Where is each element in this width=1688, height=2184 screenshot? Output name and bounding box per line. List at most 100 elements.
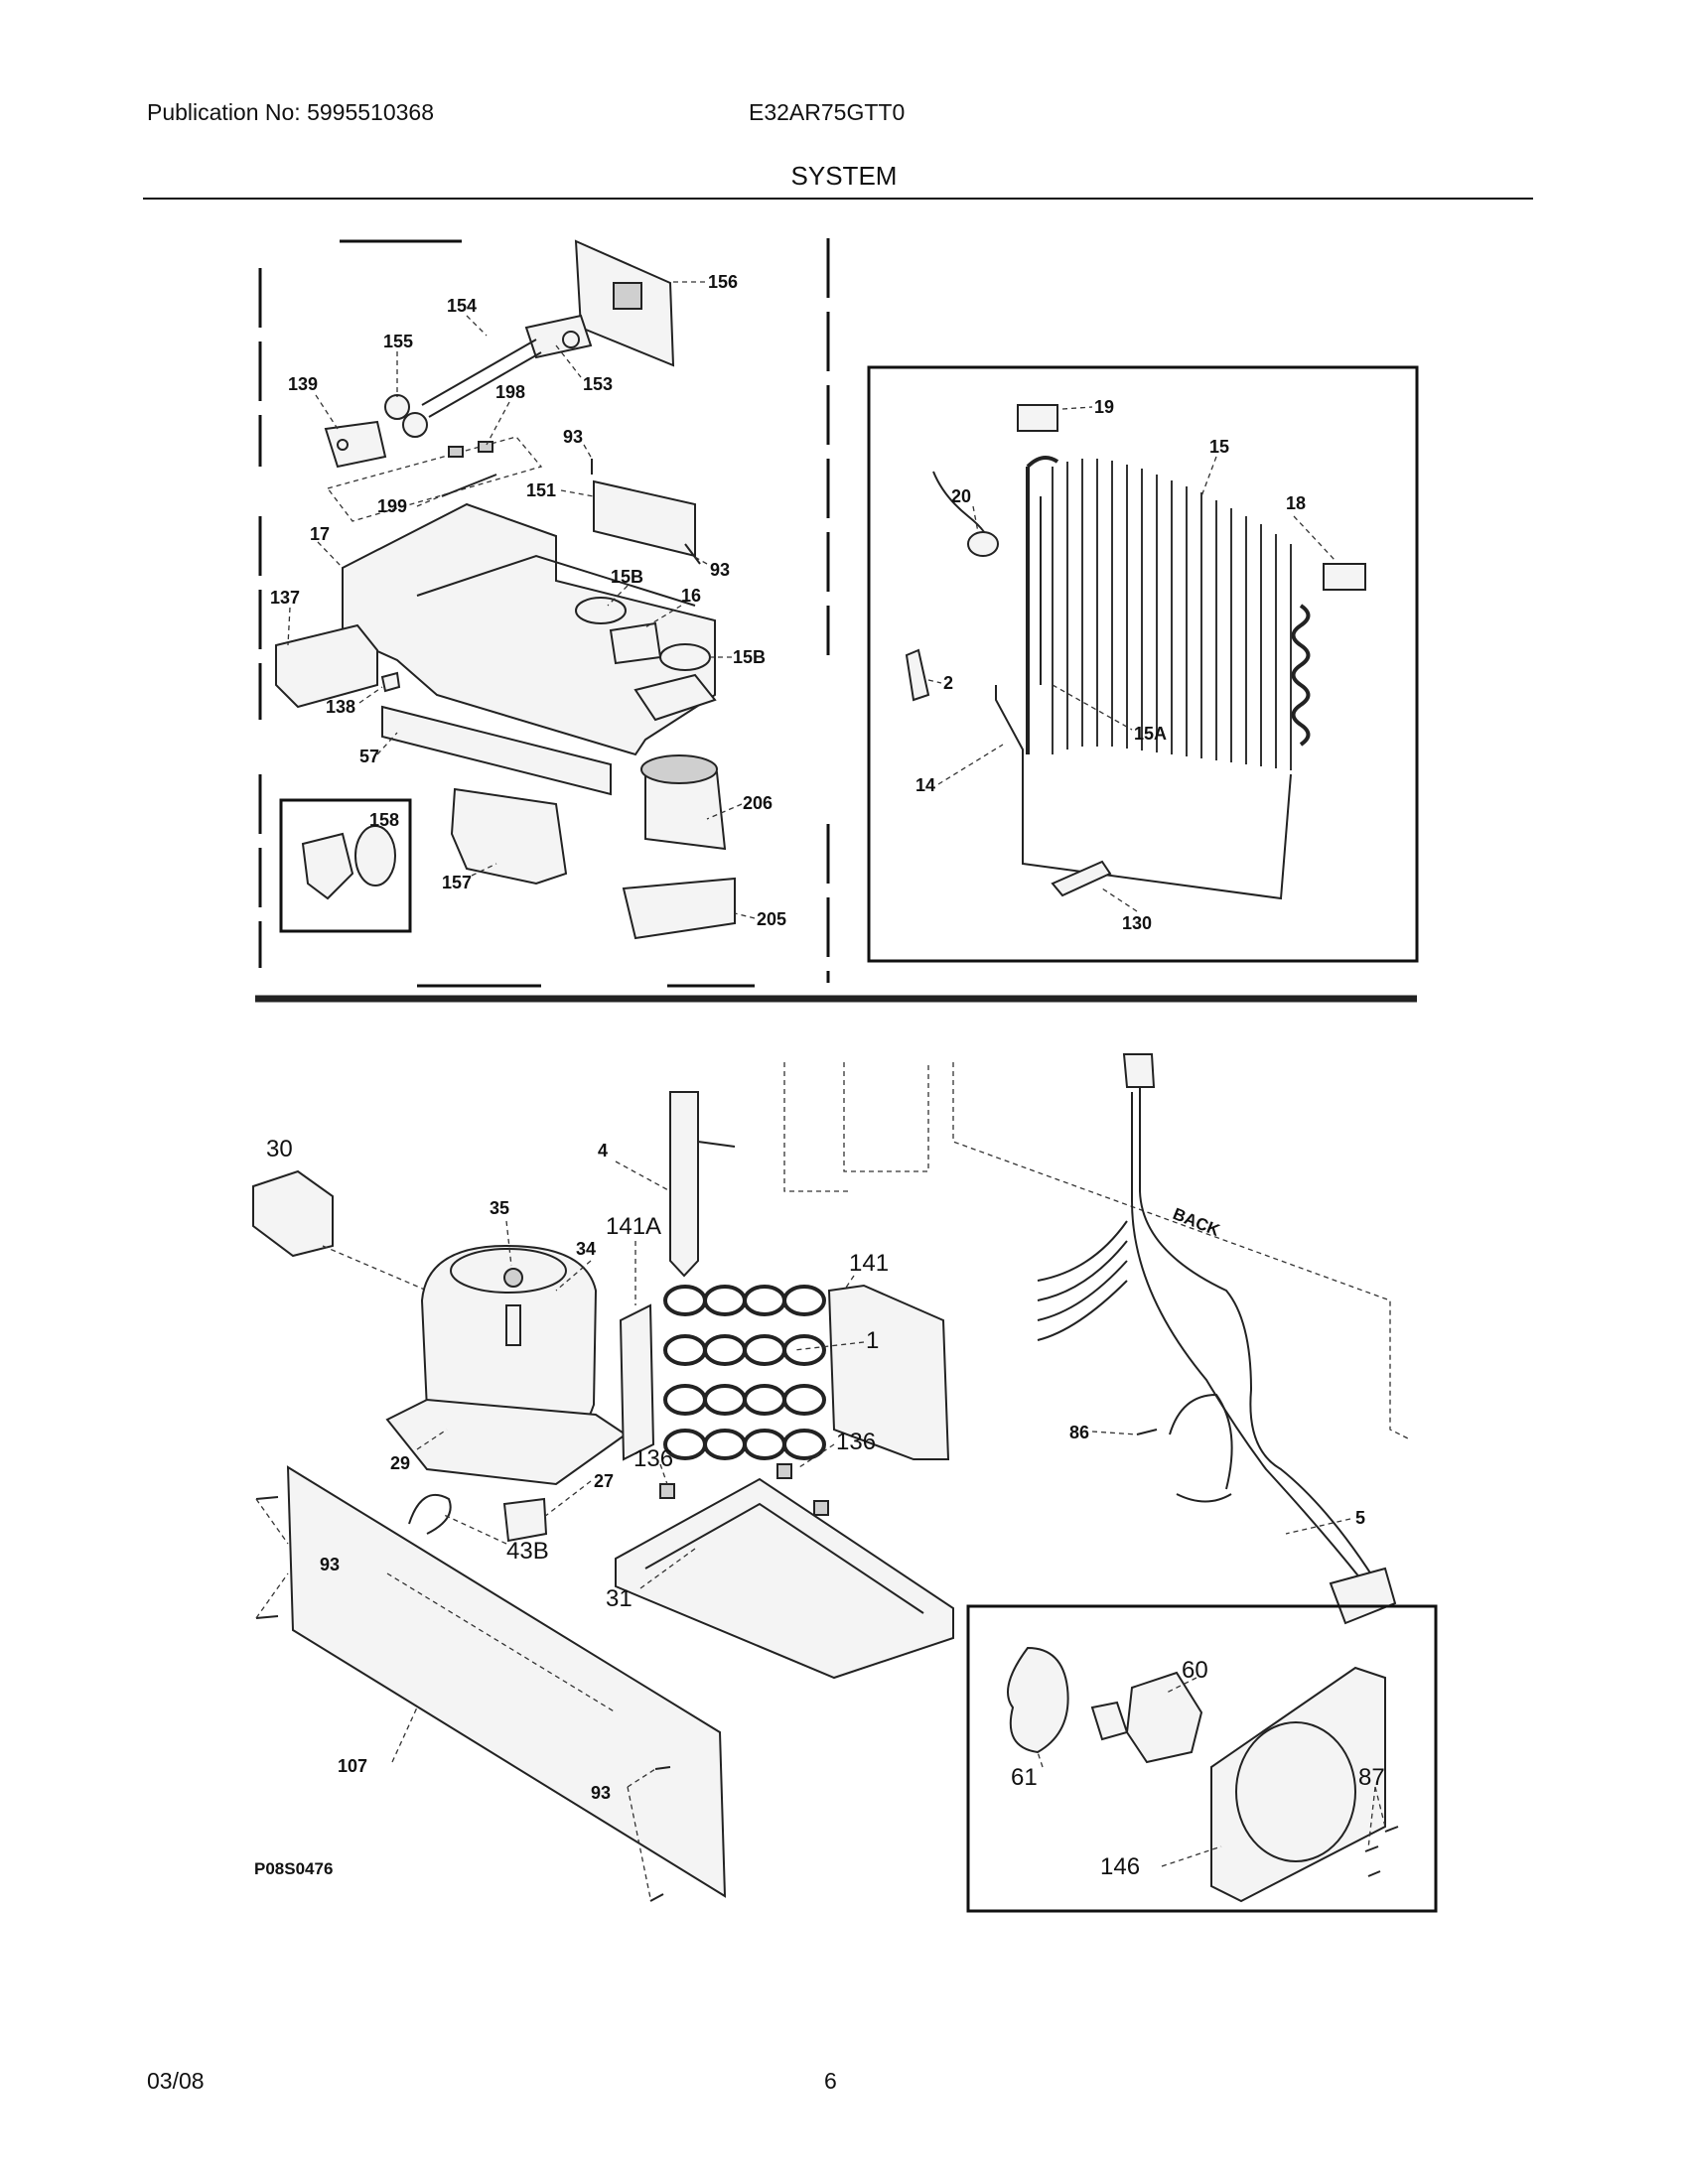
callout-136-left: 136 (633, 1445, 673, 1472)
part-4-outlet (697, 1141, 736, 1148)
callout-199: 199 (377, 496, 407, 516)
part-60-motor (1125, 1671, 1203, 1764)
part-153-port (562, 331, 580, 348)
part-87-screw-a (1384, 1826, 1399, 1833)
part-1-condenser-coils (663, 1285, 826, 1460)
callout-93-lower-left: 93 (320, 1555, 340, 1574)
callout-18: 18 (1286, 493, 1306, 513)
part-2-clip (905, 648, 930, 702)
callout-61: 61 (1011, 1764, 1038, 1791)
callout-17: 17 (310, 524, 330, 544)
callout-27: 27 (594, 1471, 614, 1491)
part-16-socket (609, 621, 662, 665)
callout-93-upper: 93 (563, 427, 583, 447)
part-31-tray (615, 1477, 954, 1680)
part-17-housing (342, 502, 716, 756)
back-label: BACK (1171, 1204, 1223, 1240)
lower-panel (252, 1053, 1438, 1913)
part-30-relay (252, 1169, 334, 1258)
part-15-right-coils (1291, 604, 1311, 747)
part-43B-clip (408, 1494, 452, 1535)
callout-35: 35 (490, 1198, 509, 1218)
part-14-harness (995, 685, 1292, 900)
callout-30: 30 (266, 1136, 293, 1162)
fan-motor-frame (966, 1604, 1438, 1913)
callout-136-right: 136 (836, 1429, 876, 1455)
callout-34: 34 (576, 1239, 596, 1259)
diagram-code: P08S0476 (254, 1859, 333, 1878)
inset-box-158 (279, 798, 412, 933)
part-153-valve (524, 314, 593, 359)
part-93-screw-c (255, 1496, 279, 1500)
callout-138: 138 (326, 697, 355, 717)
part-86-screw (1136, 1429, 1158, 1435)
callout-141: 141 (849, 1250, 889, 1277)
header-rule (143, 198, 1533, 200)
callout-153: 153 (583, 374, 613, 394)
part-198-clip-b (478, 441, 493, 453)
part-27-grommet (502, 1497, 548, 1543)
callout-labels: 156 154 155 139 198 153 93 199 151 17 93… (254, 272, 1385, 1880)
callout-107: 107 (338, 1756, 367, 1776)
callout-154: 154 (447, 296, 477, 316)
callout-43B: 43B (506, 1538, 549, 1565)
part-141A-shield (619, 1303, 655, 1461)
part-60-shaft (1090, 1701, 1129, 1741)
section-title: SYSTEM (790, 161, 898, 191)
callout-5: 5 (1355, 1508, 1365, 1528)
part-20-sensor (967, 531, 999, 557)
part-93-screw-b (684, 543, 701, 565)
callout-155: 155 (383, 332, 413, 351)
upper-right-panel (867, 365, 1419, 963)
part-15-left-tube (1026, 456, 1059, 754)
part-34-stub (505, 1304, 521, 1346)
part-35-grommet (503, 1268, 523, 1288)
part-154-tube-a (421, 339, 537, 406)
part-93-screw-d (255, 1615, 279, 1619)
part-87-screw-c (1367, 1870, 1381, 1877)
part-136-spacer-a (659, 1483, 675, 1499)
callout-15B-b: 15B (733, 647, 766, 667)
page-number: 6 (824, 2068, 837, 2094)
part-15-evaporator-fins (1052, 459, 1292, 770)
evaporator-frame (867, 365, 1419, 963)
part-198-clip-a (448, 446, 464, 458)
callout-4: 4 (598, 1141, 608, 1160)
callout-15A: 15A (1134, 724, 1167, 744)
part-136-spacer-c (776, 1463, 792, 1479)
part-15B-lamp-b (659, 643, 711, 671)
part-158-cylinder (354, 825, 396, 887)
part-158-part (301, 832, 354, 900)
harness-wires (1037, 1220, 1128, 1341)
part-151-housing (593, 479, 696, 558)
part-93-screw-f (649, 1893, 664, 1902)
part-154-tube-b (428, 351, 542, 418)
part-5-cord-a (1139, 1087, 1381, 1589)
callout-15B-a: 15B (611, 567, 643, 587)
callout-139: 139 (288, 374, 318, 394)
part-17-edge (416, 554, 696, 607)
part-157-chute (450, 787, 568, 886)
part-5-cord-b (1131, 1092, 1361, 1579)
publication-number: Publication No: 5995510368 (147, 99, 435, 125)
part-18-block (1323, 563, 1366, 591)
part-156-opening (613, 282, 642, 310)
callout-19: 19 (1094, 397, 1114, 417)
part-141-shroud (827, 1284, 950, 1460)
part-139-hole (337, 439, 349, 451)
callout-87: 87 (1358, 1764, 1385, 1791)
part-87-screw-b (1364, 1845, 1379, 1852)
part-17-tab (633, 673, 717, 722)
part-61-fan-blade (1007, 1646, 1069, 1754)
part-5-plug (1329, 1567, 1397, 1625)
part-205-tray (622, 877, 736, 940)
callout-130: 130 (1122, 913, 1152, 933)
callout-57: 57 (359, 747, 379, 766)
sub-plane-outline (326, 436, 543, 522)
part-29-top (450, 1248, 567, 1294)
callout-31: 31 (606, 1585, 633, 1612)
part-206-top (640, 754, 718, 784)
model-number: E32AR75GTT0 (749, 99, 906, 125)
part-130-drain (1051, 860, 1112, 897)
